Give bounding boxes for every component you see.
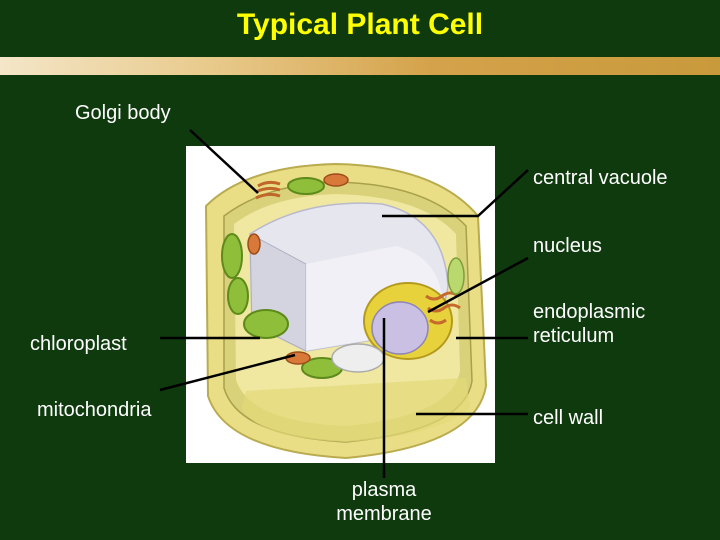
leader-line-nucleus bbox=[427, 256, 529, 314]
label-nucleus: nucleus bbox=[533, 235, 602, 257]
leader-line-golgi bbox=[189, 129, 259, 194]
slide-title: Typical Plant Cell bbox=[236, 8, 484, 41]
label-endoplasmic-reticulum: endoplasmic reticulum bbox=[533, 300, 645, 348]
label-membrane-line2: membrane bbox=[336, 503, 432, 525]
label-central-vacuole: central vacuole bbox=[533, 167, 668, 189]
label-plasma-membrane: plasma membrane bbox=[326, 478, 442, 526]
title-underline-bar bbox=[0, 57, 720, 75]
leader-line-vacuole bbox=[382, 169, 529, 218]
label-membrane-line1: plasma bbox=[351, 479, 417, 501]
label-mitochondria: mitochondria bbox=[37, 399, 152, 421]
leader-line-mitochondria bbox=[159, 353, 296, 392]
label-chloroplast: chloroplast bbox=[30, 333, 127, 355]
label-er-line2: reticulum bbox=[533, 325, 615, 347]
label-er-line1: endoplasmic bbox=[533, 301, 646, 323]
label-golgi-body: Golgi body bbox=[75, 102, 171, 124]
label-cell-wall: cell wall bbox=[533, 407, 604, 429]
